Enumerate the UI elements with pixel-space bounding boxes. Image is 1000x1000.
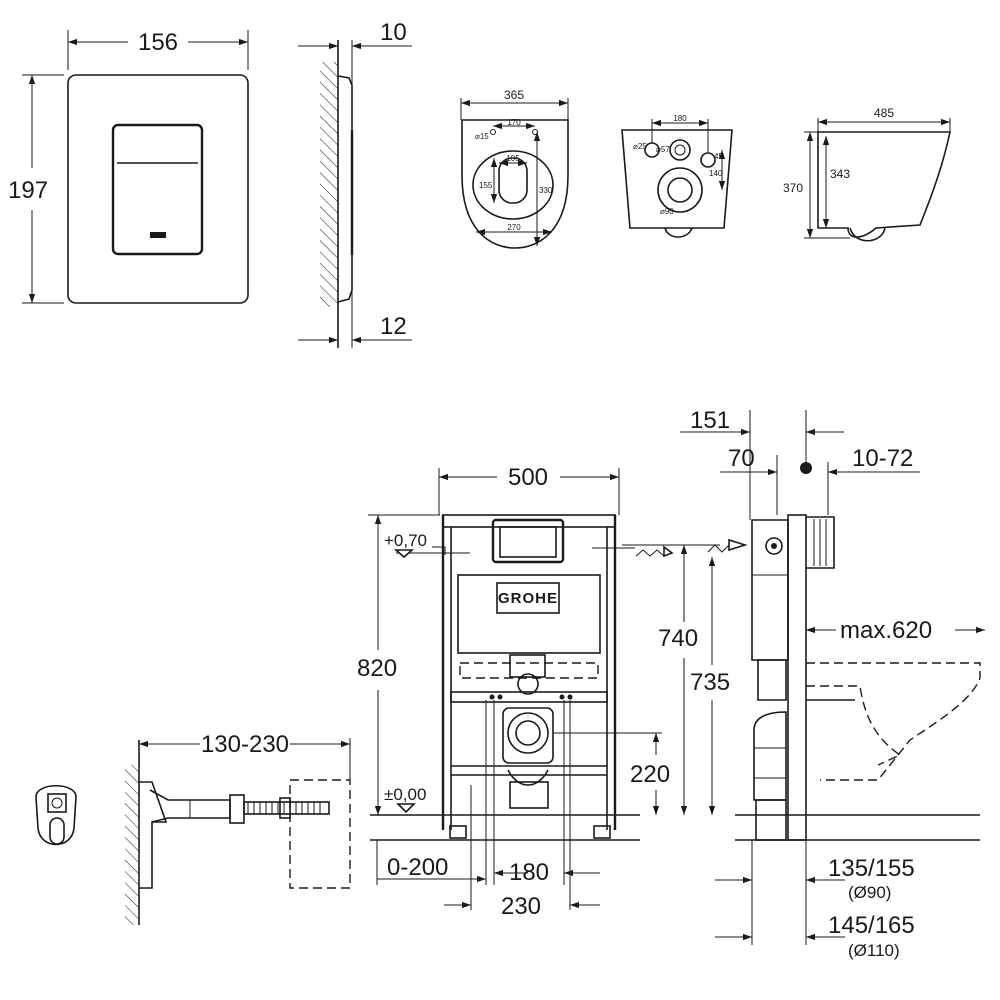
- dim-110-dia-label: (Ø110): [848, 941, 900, 960]
- plate-width-label: 156: [138, 29, 178, 56]
- toilet-side-view: 485 370 343: [783, 106, 951, 242]
- opening-width-label: 105: [506, 154, 520, 163]
- water-level-label: +0,70: [384, 531, 427, 550]
- frame-actuation-opening: [491, 518, 565, 564]
- flush-plate-side-view: 10 12: [298, 19, 412, 348]
- hole-dia-label: ⌀15: [475, 132, 489, 141]
- threaded-rod: [243, 801, 330, 815]
- back-offset-label: 45: [714, 152, 723, 161]
- dim-151-label: 151: [690, 407, 730, 434]
- bracket-length-label: 130-230: [201, 731, 289, 758]
- plate-height-label: 197: [8, 177, 48, 204]
- bracket-front-outline: [35, 785, 77, 846]
- back-dia-a-label: ⌀57: [656, 145, 670, 154]
- toilet-back-outline: [621, 129, 733, 229]
- side-inner-height-label: 343: [830, 167, 850, 181]
- dim-735-label: 735: [690, 669, 730, 696]
- bracket-wall-hatch: [125, 765, 139, 925]
- wall-thickness-label: 10-72: [852, 445, 913, 472]
- hole-spacing-label: 170: [507, 118, 521, 127]
- adj-range-label: 0-200: [387, 854, 448, 881]
- side-height-label: 370: [783, 181, 803, 195]
- opening-depth-label: 155: [479, 181, 493, 190]
- dim-145-165-label: 145/165: [828, 912, 915, 939]
- grohe-logo: GROHE: [498, 590, 558, 607]
- dim-230-label: 230: [501, 893, 541, 920]
- flush-plate-outline: [67, 74, 249, 304]
- frame-upright-side: [787, 514, 807, 841]
- flush-plate-profile: [337, 75, 353, 303]
- plate-depth-bottom-label: 12: [380, 313, 407, 340]
- toilet-side-outline: [817, 131, 951, 238]
- flush-plate-logo-mark: [150, 232, 166, 238]
- installation-frame-front-view: 500 GROHE: [357, 464, 730, 920]
- toilet-dashed-side: [806, 662, 981, 781]
- back-outlet-dia-label: ⌀90: [660, 207, 674, 216]
- toilet-top-outline: [461, 119, 569, 249]
- side-length-label: 485: [874, 106, 894, 120]
- toilet-back-view: 180 ⌀57 ⌀25 45 140 ⌀90: [621, 114, 733, 238]
- toilet-depth-label: 330: [539, 186, 553, 195]
- bracket-dashed-frame: [289, 779, 351, 889]
- cistern-side: [751, 519, 789, 661]
- dim-220-label: 220: [630, 761, 670, 788]
- toilet-width-label: 365: [504, 88, 524, 102]
- wall-hatch: [320, 62, 338, 307]
- dim-740-label: 740: [658, 625, 698, 652]
- floor-level-label: ±0,00: [384, 785, 426, 804]
- frame-height-label: 820: [357, 655, 397, 682]
- max-projection-label: max.620: [840, 617, 932, 644]
- installation-side-view: 151 70 10-72 max.620: [680, 407, 985, 960]
- flush-plate-button-frame: [111, 123, 204, 256]
- flush-plate-front-view: 156 197: [8, 29, 249, 304]
- frame-width-label: 500: [508, 464, 548, 491]
- back-spacing-label: 180: [673, 114, 687, 123]
- toilet-top-view: 365 170 ⌀15 105 155 330 270: [460, 88, 569, 249]
- dim-135-155-label: 135/155: [828, 855, 915, 882]
- back-height-label: 140: [709, 169, 723, 178]
- frame-cistern: [457, 574, 601, 654]
- grohe-logo-box: [496, 582, 560, 614]
- plate-depth-top-label: 10: [380, 19, 407, 46]
- wall-bracket-detail: 130-230: [35, 731, 351, 925]
- dim-70-label: 70: [728, 445, 755, 472]
- back-dia-b-label: ⌀25: [633, 142, 647, 151]
- dim-90-dia-label: (Ø90): [848, 883, 891, 902]
- rim-width-label: 270: [507, 223, 521, 232]
- dim-180-label: 180: [509, 859, 549, 886]
- frame-toilet-dashed-outline: [459, 662, 599, 679]
